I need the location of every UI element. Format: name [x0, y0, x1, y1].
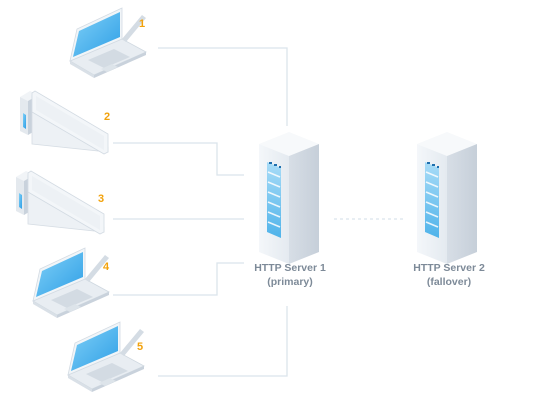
client-number-5: 5 [137, 341, 144, 353]
server-tower-icon [416, 131, 478, 265]
client-number-2: 2 [104, 111, 111, 123]
connector-client-1 [158, 47, 288, 126]
laptop-icon [32, 247, 110, 319]
server-tower-icon [258, 131, 320, 265]
connector-lines [113, 47, 405, 377]
client-number-1: 1 [139, 18, 146, 30]
server-label-fallover: HTTP Server 2 (fallover) [389, 261, 509, 289]
laptop-icon [69, 7, 147, 79]
laptop-icon [67, 321, 145, 393]
connector-client-2 [113, 142, 244, 176]
connector-client-4 [113, 262, 244, 296]
server-label-primary: HTTP Server 1 (primary) [230, 261, 350, 289]
client-number-4: 4 [103, 261, 110, 273]
server-role: (fallover) [426, 276, 472, 288]
server-role: (primary) [267, 276, 313, 288]
server-name: HTTP Server 1 [254, 262, 326, 274]
desktop-computer-icon [19, 90, 109, 155]
server-name: HTTP Server 2 [413, 262, 485, 274]
connector-client-5 [158, 306, 288, 377]
client-number-3: 3 [98, 193, 105, 205]
desktop-computer-icon [15, 170, 105, 235]
